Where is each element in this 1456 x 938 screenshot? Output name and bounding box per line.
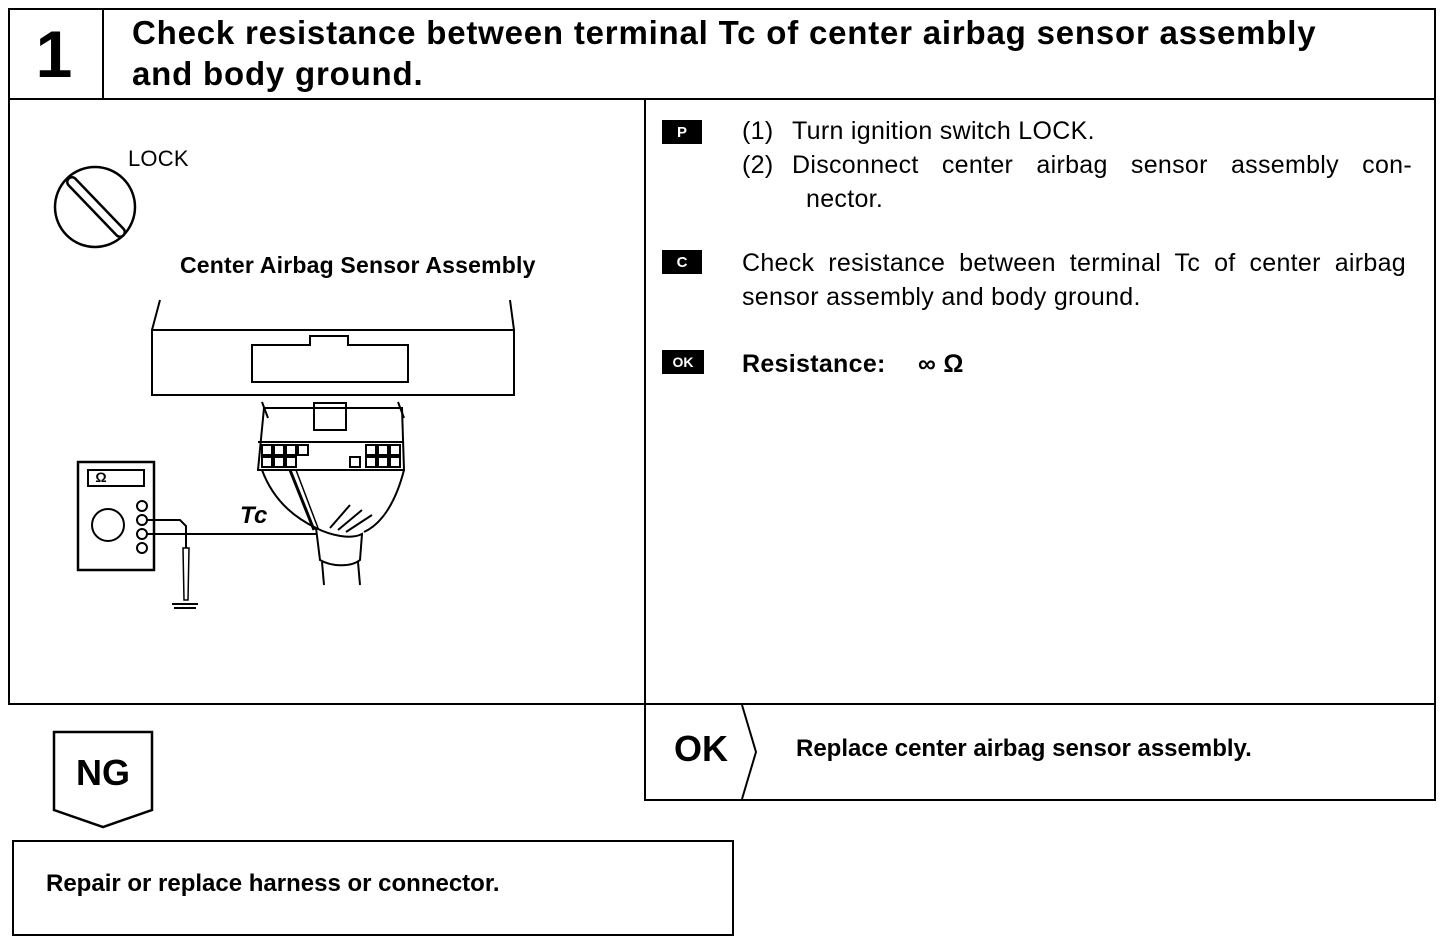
ohmmeter-icon — [76, 460, 156, 572]
step-title: Check resistance between terminal Tc of … — [132, 14, 1317, 92]
terminal-tc-label: Tc — [240, 502, 268, 529]
resistance-label: Resistance: — [742, 350, 886, 378]
check-text: Check resistance between terminal Tc of … — [742, 249, 1406, 311]
body-ground-icon — [172, 603, 198, 609]
ok-chevron-icon — [741, 705, 758, 799]
ng-label: NG — [76, 752, 130, 793]
ok-label: OK — [674, 728, 728, 769]
wiring-illustration: Ω — [53, 165, 515, 609]
step-1-text: Turn ignition switch LOCK. — [792, 117, 1095, 145]
step-2-continuation: nector. — [806, 185, 884, 213]
ok-criteria-tag: OK — [662, 350, 704, 374]
resistance-value: ∞ Ω — [918, 350, 964, 378]
ng-result-action: Repair or replace harness or connector. — [46, 870, 500, 897]
step-number: 1 — [35, 17, 73, 91]
ok-result-action: Replace center airbag sensor assembly. — [796, 735, 1252, 762]
step-2-number: (2) — [742, 151, 774, 179]
test-probe — [288, 469, 319, 531]
step-number-cell — [8, 8, 104, 100]
panel-divider — [644, 98, 646, 705]
step-2-text: Disconnect center airbag sensor assembly… — [792, 151, 1412, 179]
preparation-tag: P — [662, 120, 702, 144]
assembly-label: Center Airbag Sensor Assembly — [180, 252, 536, 278]
ohm-symbol: Ω — [95, 469, 106, 485]
ignition-key-icon — [53, 165, 137, 249]
ok-result-box — [644, 703, 1436, 801]
ng-shield-icon — [52, 730, 154, 829]
ng-result-box — [12, 840, 734, 936]
sensor-connector — [256, 401, 406, 586]
step-1-number: (1) — [742, 117, 774, 145]
airbag-sensor-housing — [151, 299, 515, 396]
check-tag: C — [662, 250, 702, 274]
test-leads — [147, 519, 316, 601]
lock-label: LOCK — [128, 146, 189, 171]
